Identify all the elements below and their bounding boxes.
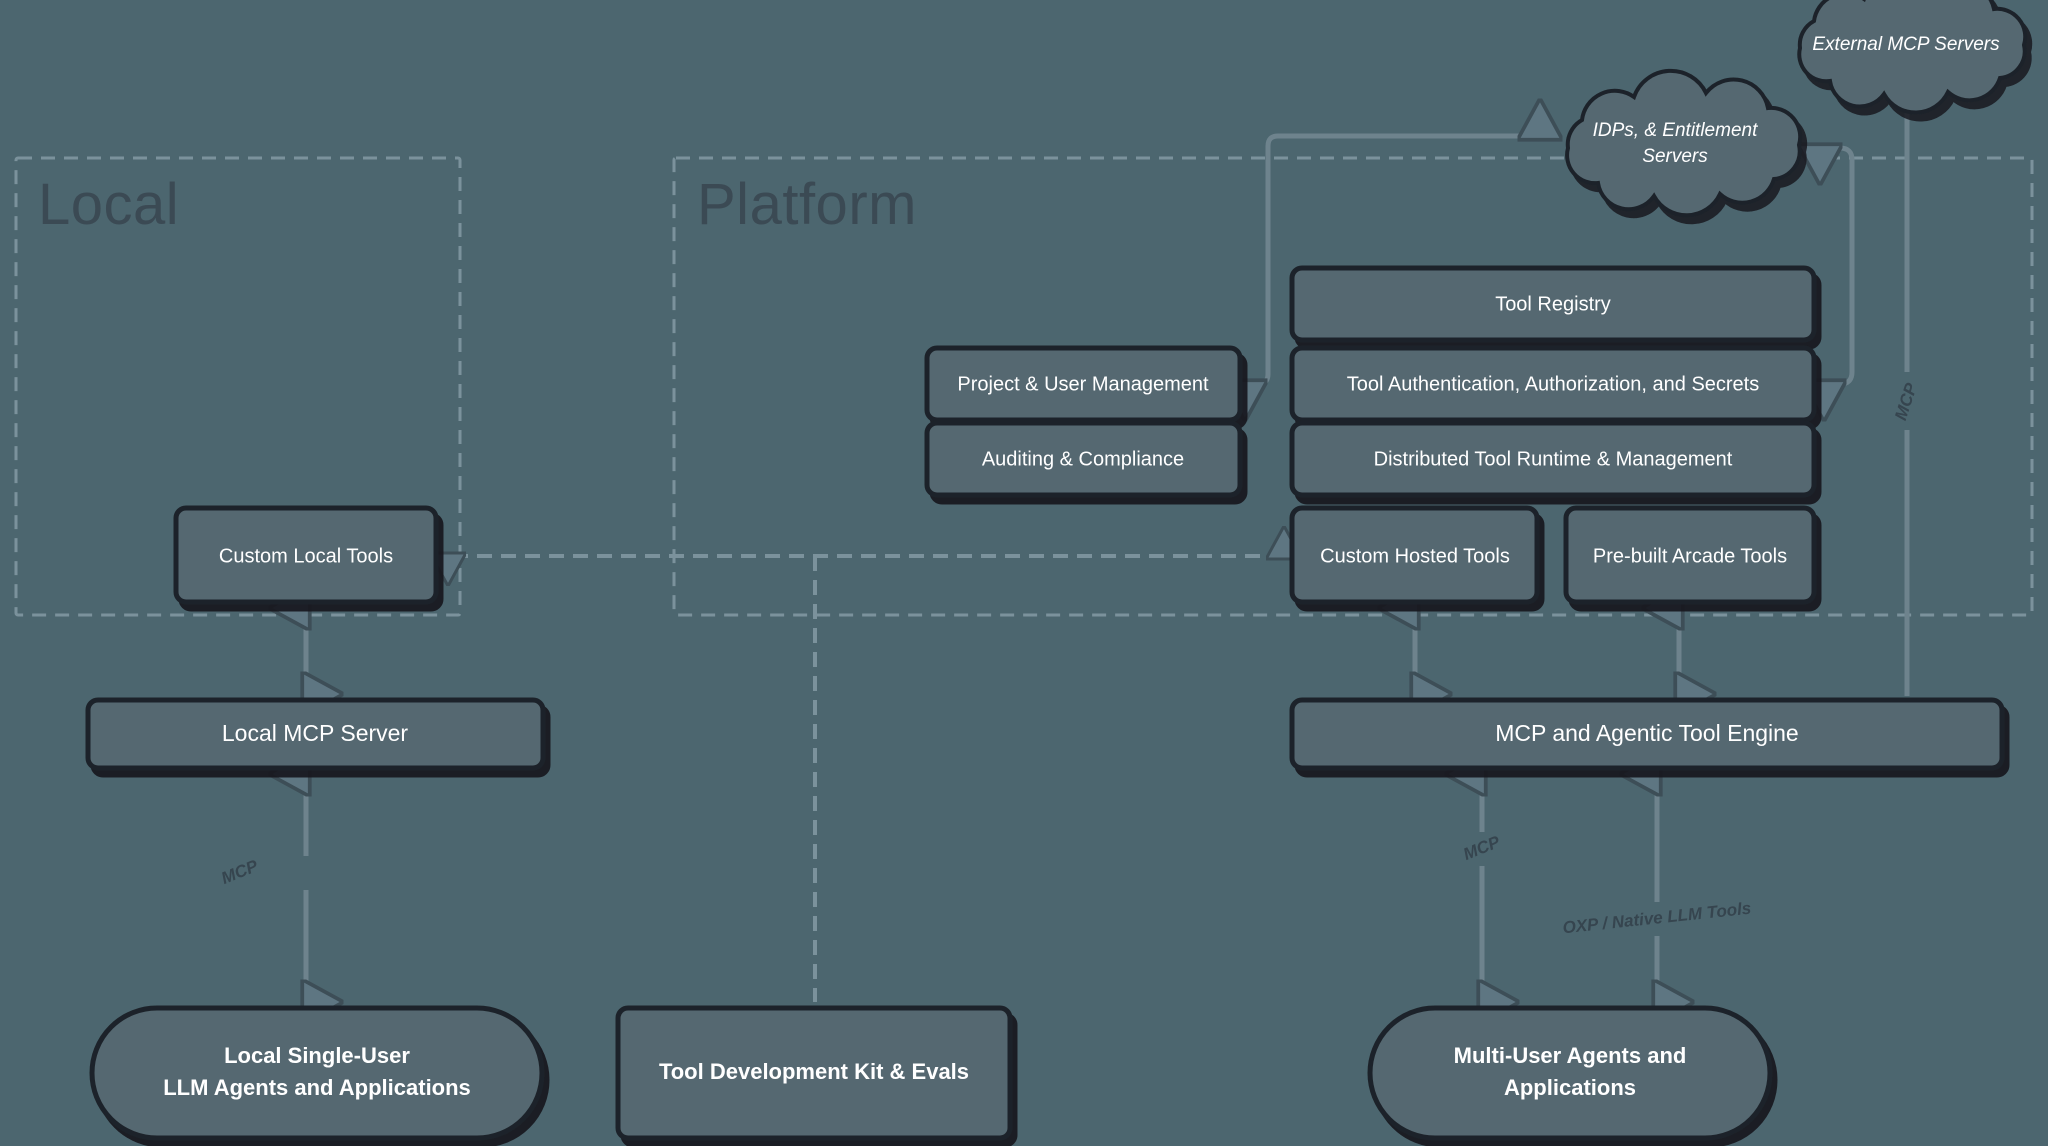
edge-label-oxp-native-llm-tools: OXP / Native LLM Tools — [1562, 899, 1752, 938]
node-multi-user-agents[interactable]: Multi-User Agents and Applications — [1367, 1005, 1773, 1141]
cloud-label-line2: Servers — [1642, 146, 1708, 167]
node-label: Tool Registry — [1495, 293, 1611, 315]
edge-label-mcp-external: MCP — [1891, 380, 1921, 422]
node-shape — [1367, 1005, 1773, 1141]
node-shape — [924, 345, 1243, 423]
zone-local-border — [14, 156, 462, 617]
svg-text:MCP: MCP — [219, 856, 262, 888]
zone-local-label: Local — [38, 172, 179, 237]
node-label: MCP and Agentic Tool Engine — [1495, 720, 1798, 746]
svg-text:MCP: MCP — [1461, 832, 1504, 864]
cloud-shape — [1797, 0, 2028, 115]
node-label: Custom Local Tools — [219, 545, 393, 567]
zone-platform-label: Platform — [697, 172, 917, 237]
edge-project-mgmt-to-idps — [1245, 136, 1540, 384]
node-label-line1: Multi-User Agents and — [1454, 1043, 1687, 1068]
node-label: Auditing & Compliance — [982, 448, 1184, 470]
node-custom-local-tools[interactable]: Custom Local Tools — [173, 505, 439, 605]
node-shape — [173, 505, 439, 605]
node-tool-registry[interactable]: Tool Registry — [1289, 265, 1817, 343]
svg-text:MCP: MCP — [1891, 380, 1921, 422]
node-auditing-compliance[interactable]: Auditing & Compliance — [924, 420, 1243, 498]
node-prebuilt-arcade-tools[interactable]: Pre-built Arcade Tools — [1563, 505, 1817, 605]
node-label: Distributed Tool Runtime & Management — [1374, 448, 1733, 470]
node-local-mcp-server[interactable]: Local MCP Server — [85, 697, 546, 771]
node-shape — [1289, 420, 1817, 498]
node-label-line2: LLM Agents and Applications — [163, 1075, 471, 1100]
edge-tool-auth-to-idps — [1820, 148, 1855, 384]
node-label: Tool Authentication, Authorization, and … — [1347, 373, 1760, 395]
node-shape — [1289, 345, 1817, 423]
node-label: Custom Hosted Tools — [1320, 545, 1510, 567]
node-label: Project & User Management — [957, 373, 1209, 395]
node-shape — [924, 420, 1243, 498]
node-local-single-user-agents[interactable]: Local Single-User LLM Agents and Applica… — [89, 1005, 545, 1141]
node-tool-authentication[interactable]: Tool Authentication, Authorization, and … — [1289, 345, 1817, 423]
node-label: Tool Development Kit & Evals — [659, 1059, 969, 1084]
cloud-idps-entitlement-servers[interactable]: IDPs, & Entitlement Servers — [1565, 68, 1803, 218]
node-tool-development-kit[interactable]: Tool Development Kit & Evals — [615, 1005, 1013, 1141]
edge-label-mcp-local: MCP — [219, 856, 262, 888]
edge-line — [1820, 148, 1855, 384]
node-custom-hosted-tools[interactable]: Custom Hosted Tools — [1289, 505, 1540, 605]
node-shape — [89, 1005, 545, 1141]
node-shape — [1289, 505, 1540, 605]
node-shape — [85, 697, 546, 771]
node-shape — [1563, 505, 1817, 605]
cloud-shape — [1565, 68, 1803, 218]
node-mcp-agentic-tool-engine[interactable]: MCP and Agentic Tool Engine — [1289, 697, 2005, 771]
node-distributed-tool-runtime[interactable]: Distributed Tool Runtime & Management — [1289, 420, 1817, 498]
node-label-line2: Applications — [1504, 1075, 1636, 1100]
cloud-label-line1: IDPs, & Entitlement — [1593, 120, 1758, 141]
node-shape — [1289, 265, 1817, 343]
node-label-line1: Local Single-User — [224, 1043, 410, 1068]
edge-label-mcp-engine-multiuser: MCP — [1461, 832, 1504, 864]
edge-line — [1245, 136, 1540, 384]
node-project-user-management[interactable]: Project & User Management — [924, 345, 1243, 423]
svg-text:OXP / Native LLM Tools: OXP / Native LLM Tools — [1562, 899, 1752, 938]
node-label: Pre-built Arcade Tools — [1593, 545, 1787, 567]
cloud-label: External MCP Servers — [1812, 34, 2000, 55]
zone-local: Local — [14, 156, 462, 617]
node-label: Local MCP Server — [222, 720, 409, 746]
cloud-external-mcp-servers[interactable]: External MCP Servers — [1797, 0, 2028, 115]
node-shape — [1289, 697, 2005, 771]
node-shape — [615, 1005, 1013, 1141]
